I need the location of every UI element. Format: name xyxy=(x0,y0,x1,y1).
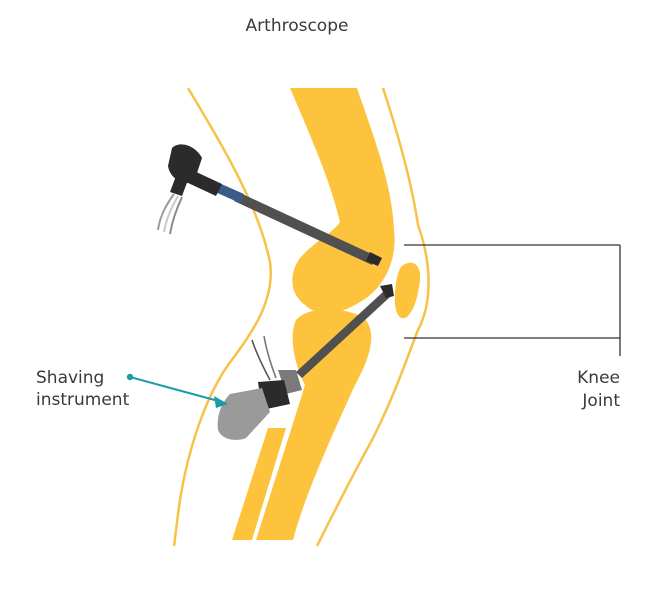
shaving-label-line1: Shaving xyxy=(36,368,104,388)
femur-bone xyxy=(290,88,395,313)
shaver-handle xyxy=(218,388,270,440)
patella-bone xyxy=(395,263,420,319)
shaver-cable-1 xyxy=(252,340,270,380)
knee-joint-bracket xyxy=(404,245,620,356)
arthroscope-cable-3 xyxy=(170,197,182,234)
tibia-bone xyxy=(256,309,371,540)
callout-line xyxy=(130,377,222,402)
shaving-label-line2: instrument xyxy=(36,390,130,410)
arthroscope-label: Arthroscope xyxy=(246,16,349,36)
knee-label-line1: Knee xyxy=(577,368,620,388)
knee-label-line2: Joint xyxy=(581,391,620,411)
